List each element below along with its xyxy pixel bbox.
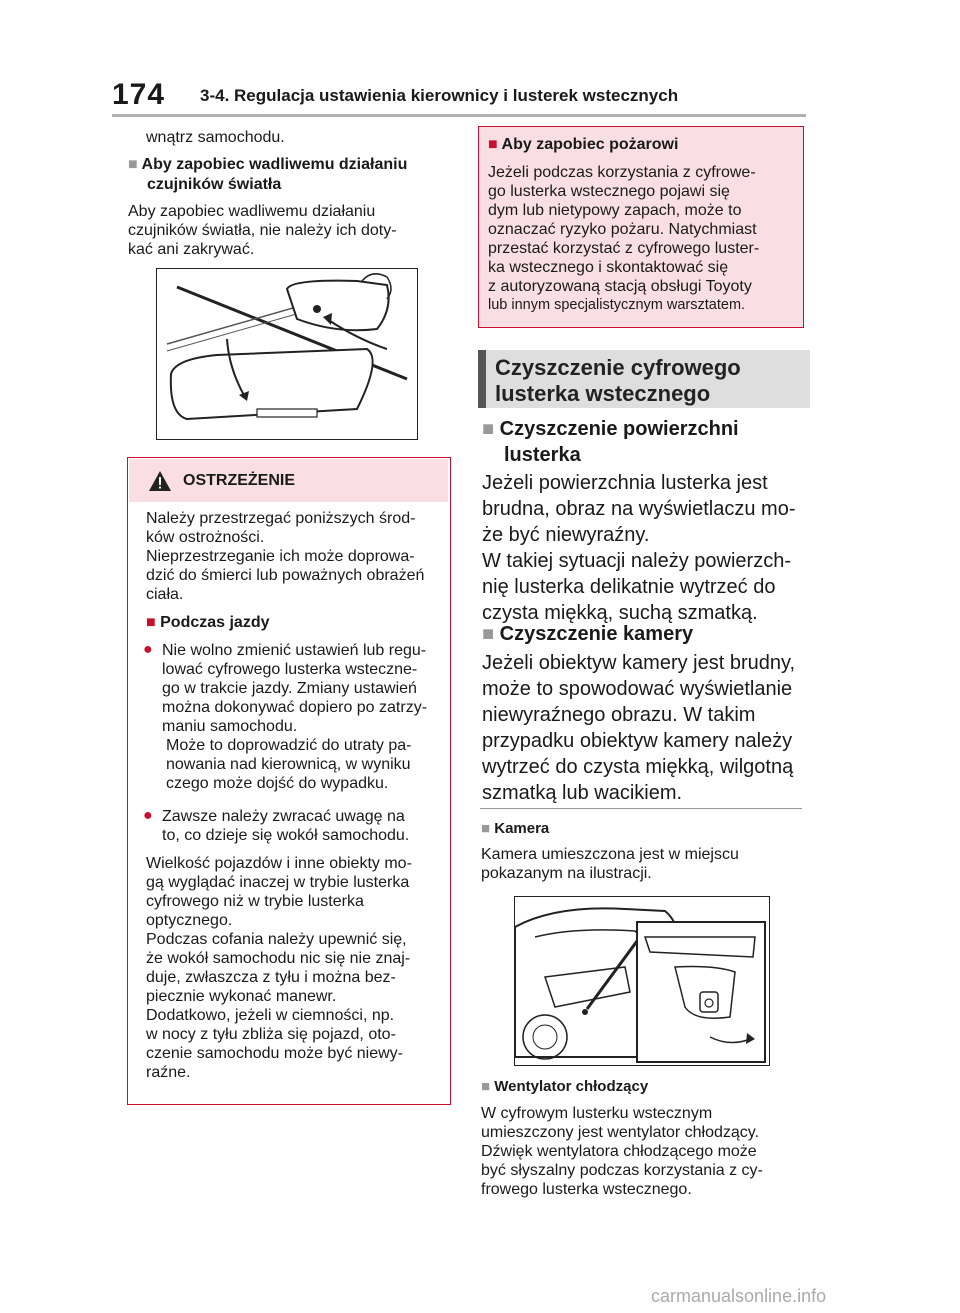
section-header-title: 3-4. Regulacja ustawienia kierownicy i l… xyxy=(200,86,679,105)
section-title-box xyxy=(478,350,810,408)
warning-header xyxy=(128,458,448,502)
intro-line: wnątrz samochodu. xyxy=(146,129,285,146)
watermark: carmanualsonline.info xyxy=(651,1286,827,1306)
warning-bullet-2: Zawsze należy zwracać uwagę na to, co dz… xyxy=(162,808,410,844)
surface-heading-line2: lusterka xyxy=(504,444,581,466)
surface-heading: ■ Czyszczenie powierzchni xyxy=(482,418,739,440)
mirror-illustration xyxy=(156,268,418,440)
bullet-square-icon: ■ xyxy=(488,136,498,153)
fan-text: W cyfrowym lusterku wstecznym umieszczon… xyxy=(481,1105,763,1198)
bullet-dot-icon: ● xyxy=(143,807,153,824)
divider xyxy=(480,808,802,809)
section-title: Czyszczenie cyfrowego lusterka wsteczneg… xyxy=(495,355,741,406)
fire-warning-box xyxy=(478,126,804,328)
bullet-square-icon: ■ xyxy=(481,820,491,837)
header-rule xyxy=(112,114,806,117)
bullet-dot-icon: ● xyxy=(143,641,153,658)
bullet-square-icon: ■ xyxy=(482,623,495,645)
warning-triangle-icon xyxy=(148,470,172,492)
sensor-heading: ■ Aby zapobiec wadliwemu działaniu xyxy=(128,156,408,173)
kamera-heading: ■ Kamera xyxy=(481,820,550,837)
camera-location-illustration xyxy=(514,896,770,1066)
kamera-text: Kamera umieszczona jest w miejscu pokaza… xyxy=(481,846,739,882)
warning-intro: Należy przestrzegać poniższych środ- ków… xyxy=(146,510,425,603)
camera-text: Jeżeli obiektyw kamery jest brudny, może… xyxy=(482,652,796,804)
surface-text: Jeżeli powierzchnia lusterka jest brudna… xyxy=(482,472,796,624)
bullet-square-icon: ■ xyxy=(146,614,156,631)
warning-bullet-1: Nie wolno zmienić ustawień lub regu- low… xyxy=(162,642,428,792)
warning-box xyxy=(127,457,451,1105)
sensor-text: Aby zapobiec wadliwemu działaniu czujnik… xyxy=(128,203,397,258)
bullet-square-icon: ■ xyxy=(128,156,138,173)
bullet-square-icon: ■ xyxy=(482,418,495,440)
fire-heading: ■ Aby zapobiec pożarowi xyxy=(488,136,679,153)
warning-title: OSTRZEŻENIE xyxy=(183,472,296,489)
fan-heading: ■ Wentylator chłodzący xyxy=(481,1078,649,1095)
bullet-square-icon: ■ xyxy=(481,1078,491,1095)
fire-text: Jeżeli podczas korzystania z cyfrowe- go… xyxy=(488,164,760,313)
warning-outro: Wielkość pojazdów i inne obiekty mo- gą … xyxy=(146,855,412,1081)
page-number: 174 xyxy=(112,78,166,111)
camera-heading: ■ Czyszczenie kamery xyxy=(482,623,694,645)
warning-subheading: ■ Podczas jazdy xyxy=(146,614,270,631)
sensor-heading-line2: czujników światła xyxy=(147,176,282,193)
